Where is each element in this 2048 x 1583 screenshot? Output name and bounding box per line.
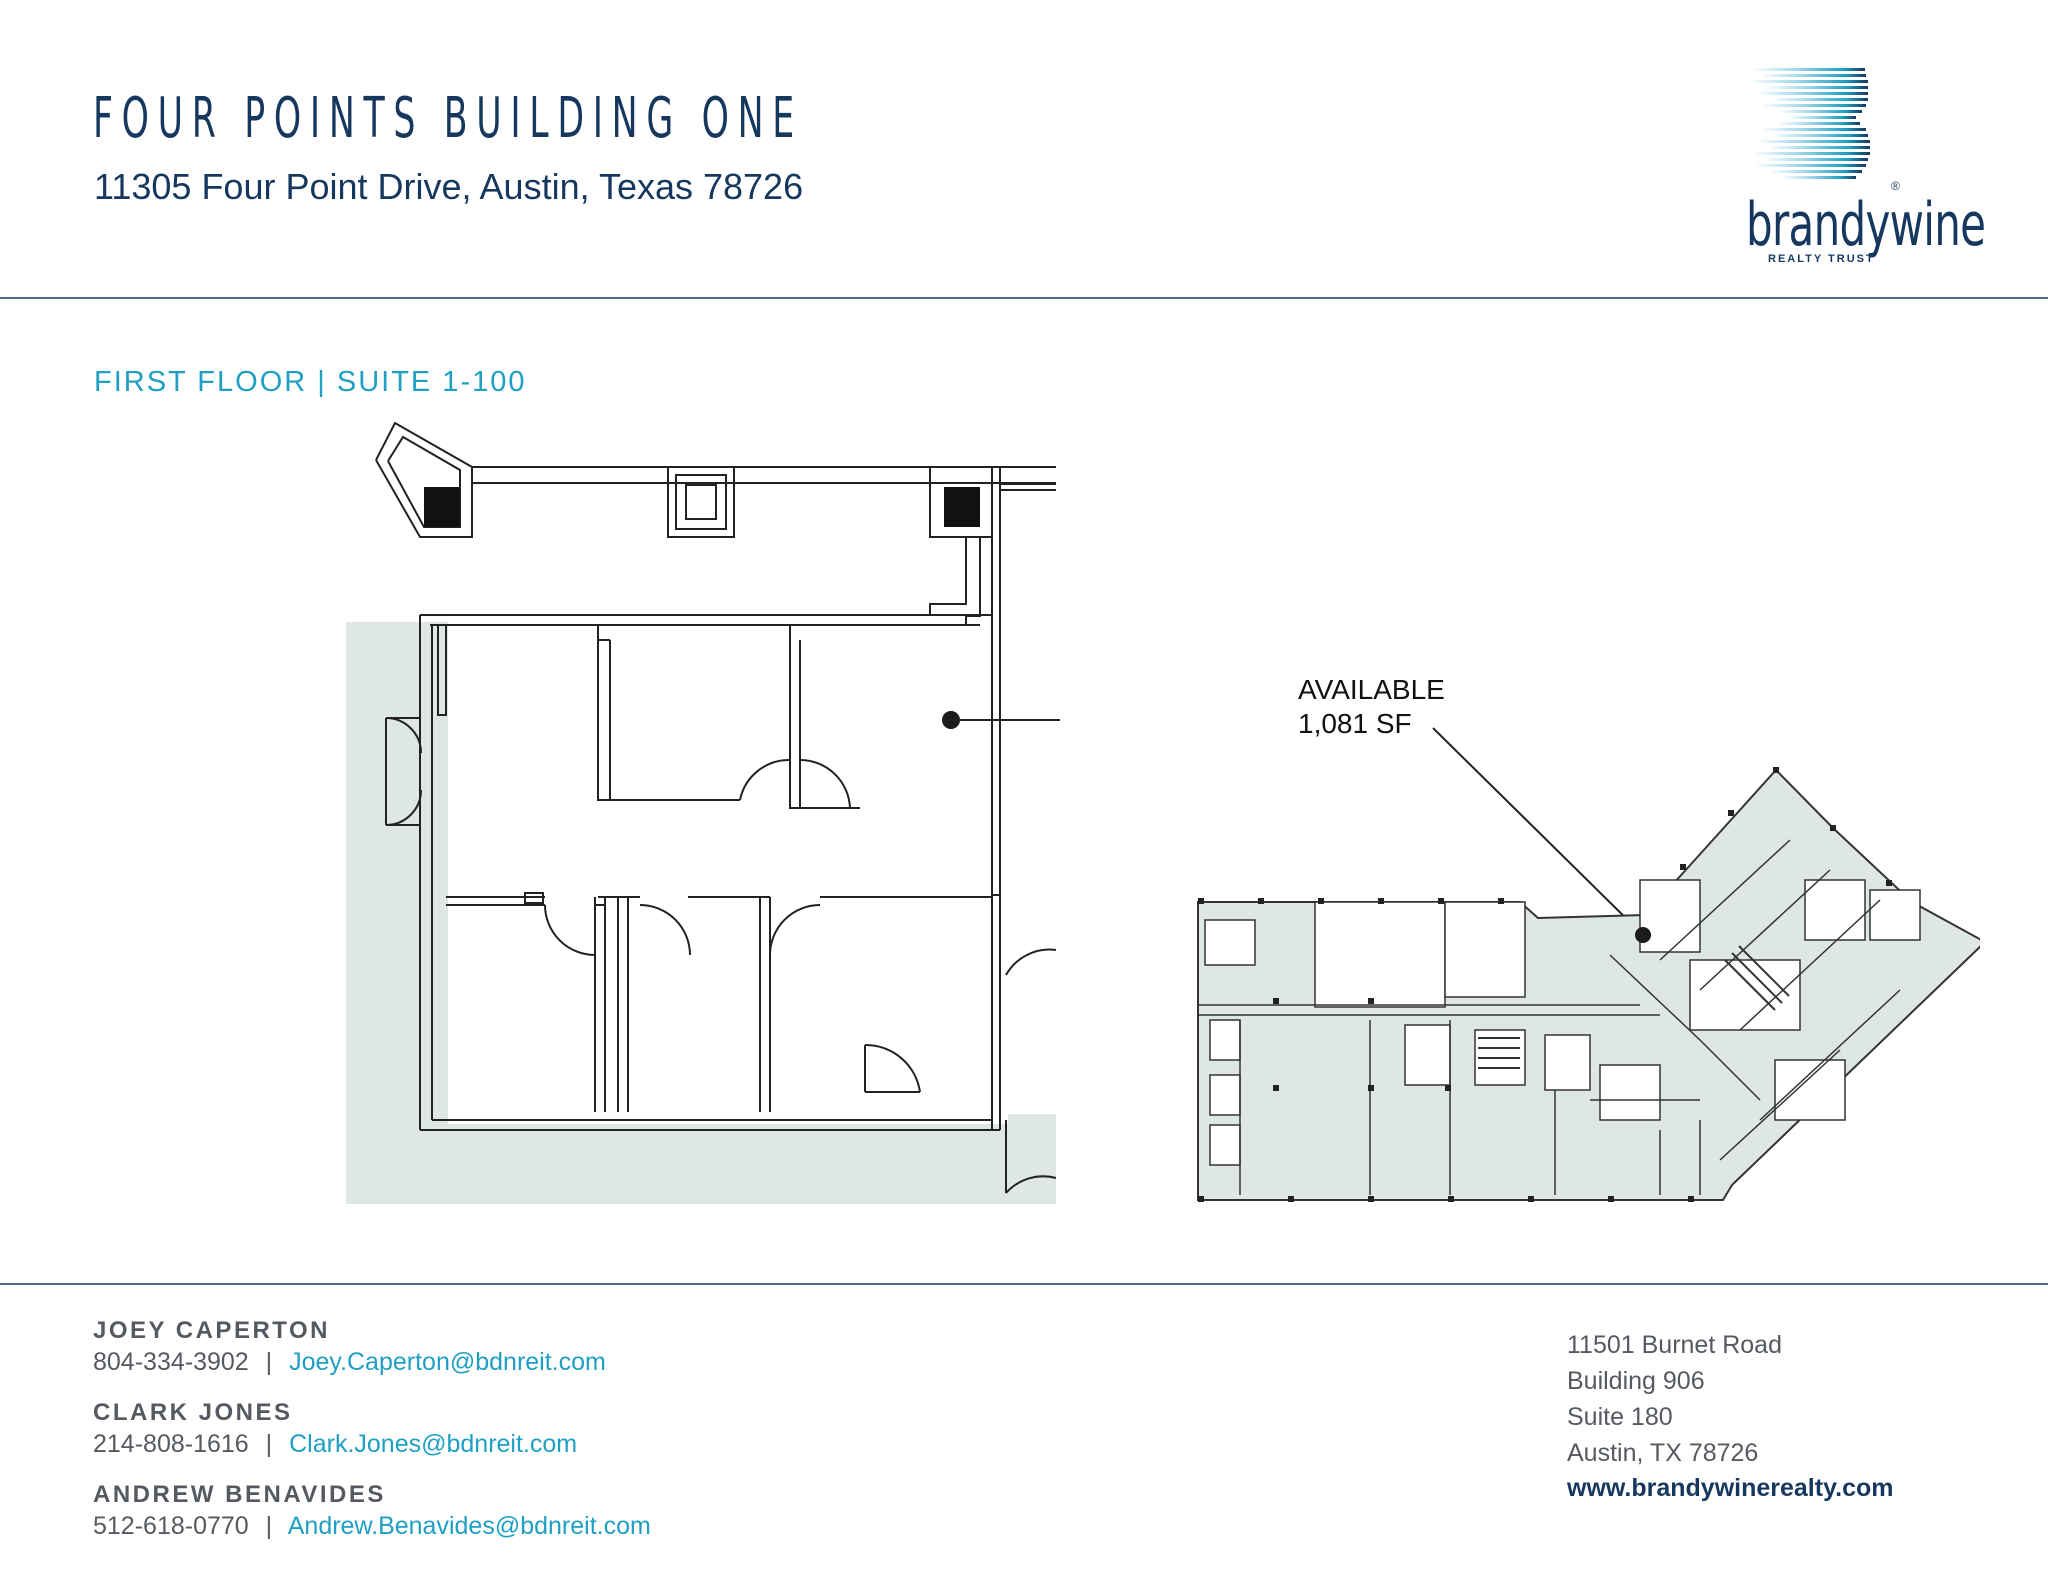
logo-tagline: REALTY TRUST [1768, 253, 1875, 265]
contact-separator: | [265, 1430, 273, 1458]
brandywine-logo-mark [1750, 68, 1870, 179]
contact-email-link[interactable]: Clark.Jones@bdnreit.com [289, 1430, 578, 1458]
contact-email-link[interactable]: Joey.Caperton@bdnreit.com [289, 1348, 606, 1376]
contact-separator: | [265, 1348, 273, 1376]
building-key-plan [1197, 727, 1980, 1202]
contact-phone: 804-334-3902 [93, 1348, 249, 1376]
contact-name: JOEY CAPERTON [93, 1317, 331, 1344]
office-address-line: 11501 Burnet Road [1567, 1331, 1782, 1359]
available-label: AVAILABLE [1298, 674, 1445, 705]
contact-name: ANDREW BENAVIDES [93, 1481, 386, 1508]
footer-divider [0, 1283, 2048, 1285]
contact-name: CLARK JONES [93, 1399, 293, 1426]
contact-separator: | [265, 1512, 273, 1540]
contact-phone: 214-808-1616 [93, 1430, 249, 1458]
floor-suite-label: FIRST FLOOR | SUITE 1-100 [94, 366, 527, 398]
logo-wordmark: brandywine [1746, 190, 1986, 260]
contact-row: 512-618-0770 | Andrew.Benavides@bdnreit.… [93, 1512, 651, 1541]
contact-phone: 512-618-0770 [93, 1512, 249, 1540]
office-address-line: Building 906 [1567, 1367, 1705, 1395]
website-link[interactable]: www.brandywinerealty.com [1567, 1474, 1894, 1502]
contact-row: 804-334-3902 | Joey.Caperton@bdnreit.com [93, 1348, 606, 1377]
header-divider [0, 297, 2048, 299]
available-area: 1,081 SF [1298, 708, 1412, 739]
office-address-line: Austin, TX 78726 [1567, 1439, 1759, 1467]
registered-mark: ® [1891, 179, 1900, 193]
suite-floor-plan [346, 421, 1060, 1204]
contact-email-link[interactable]: Andrew.Benavides@bdnreit.com [287, 1512, 651, 1540]
contact-row: 214-808-1616 | Clark.Jones@bdnreit.com [93, 1430, 577, 1459]
page-title: FOUR POINTS BUILDING ONE [93, 86, 803, 151]
office-address-line: Suite 180 [1567, 1403, 1673, 1431]
building-address: 11305 Four Point Drive, Austin, Texas 78… [94, 166, 804, 207]
